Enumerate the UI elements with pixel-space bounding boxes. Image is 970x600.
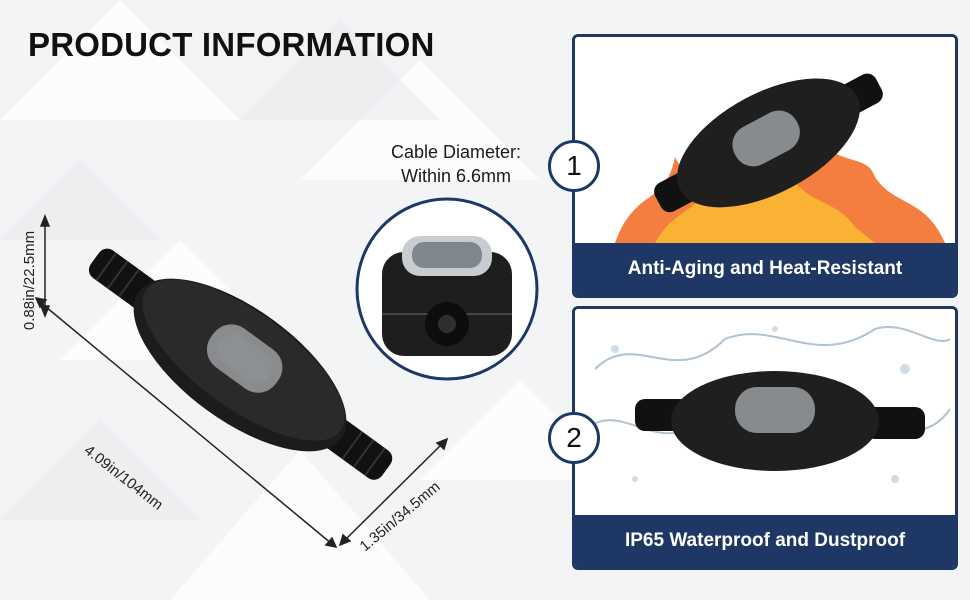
feature-number-badge: 1 xyxy=(548,140,600,192)
page-title: PRODUCT INFORMATION xyxy=(28,26,435,63)
height-dimension-label: 0.88in/22.5mm xyxy=(21,230,39,331)
cable-end-photo xyxy=(355,197,539,381)
callout-value: Within 6.6mm xyxy=(400,166,512,186)
water-splash-icon xyxy=(575,309,955,515)
feature-caption: Anti-Aging and Heat-Resistant xyxy=(575,243,955,295)
feature-caption: IP65 Waterproof and Dustproof xyxy=(575,515,955,567)
callout-label: Cable Diameter: xyxy=(390,142,522,162)
flame-icon xyxy=(575,37,955,243)
cable-diameter-callout: Cable Diameter: Within 6.6mm xyxy=(366,140,546,188)
switch-product-photo xyxy=(88,248,393,480)
feature-card-waterproof: IP65 Waterproof and Dustproof xyxy=(572,306,958,570)
feature-number-badge: 2 xyxy=(548,412,600,464)
feature-card-heat-resistant: Anti-Aging and Heat-Resistant xyxy=(572,34,958,298)
